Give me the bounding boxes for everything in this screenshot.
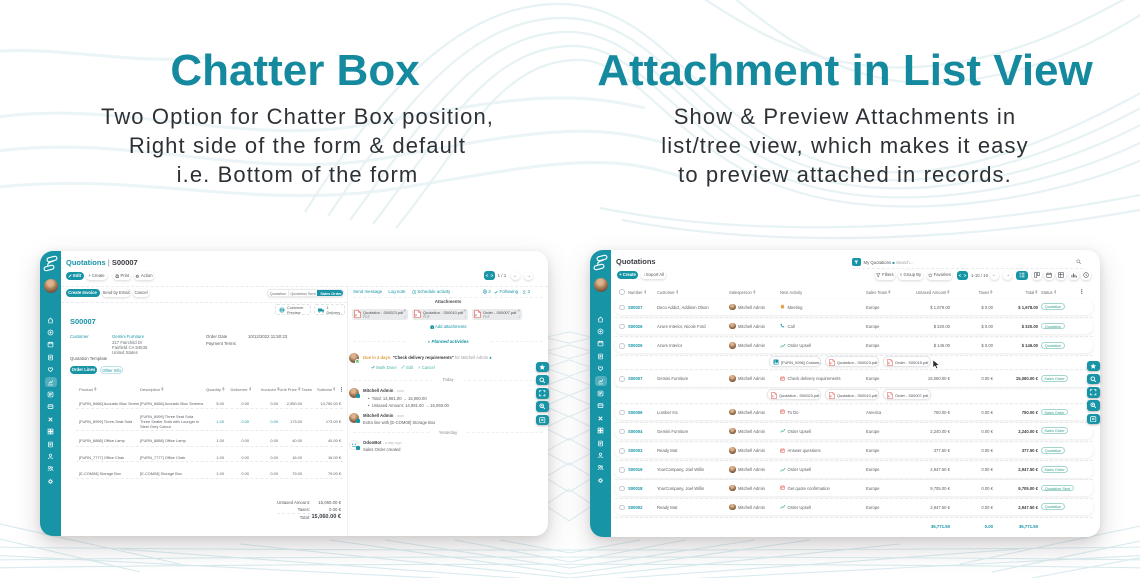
svg-text:P: P — [887, 361, 889, 365]
svg-text:P: P — [829, 361, 831, 365]
svg-text:P: P — [771, 394, 773, 398]
svg-text:P: P — [415, 313, 417, 317]
svg-text:P: P — [475, 313, 477, 317]
svg-text:i: i — [431, 325, 432, 329]
svg-text:P: P — [829, 394, 831, 398]
svg-text:P: P — [355, 313, 357, 317]
svg-text:P: P — [887, 394, 889, 398]
